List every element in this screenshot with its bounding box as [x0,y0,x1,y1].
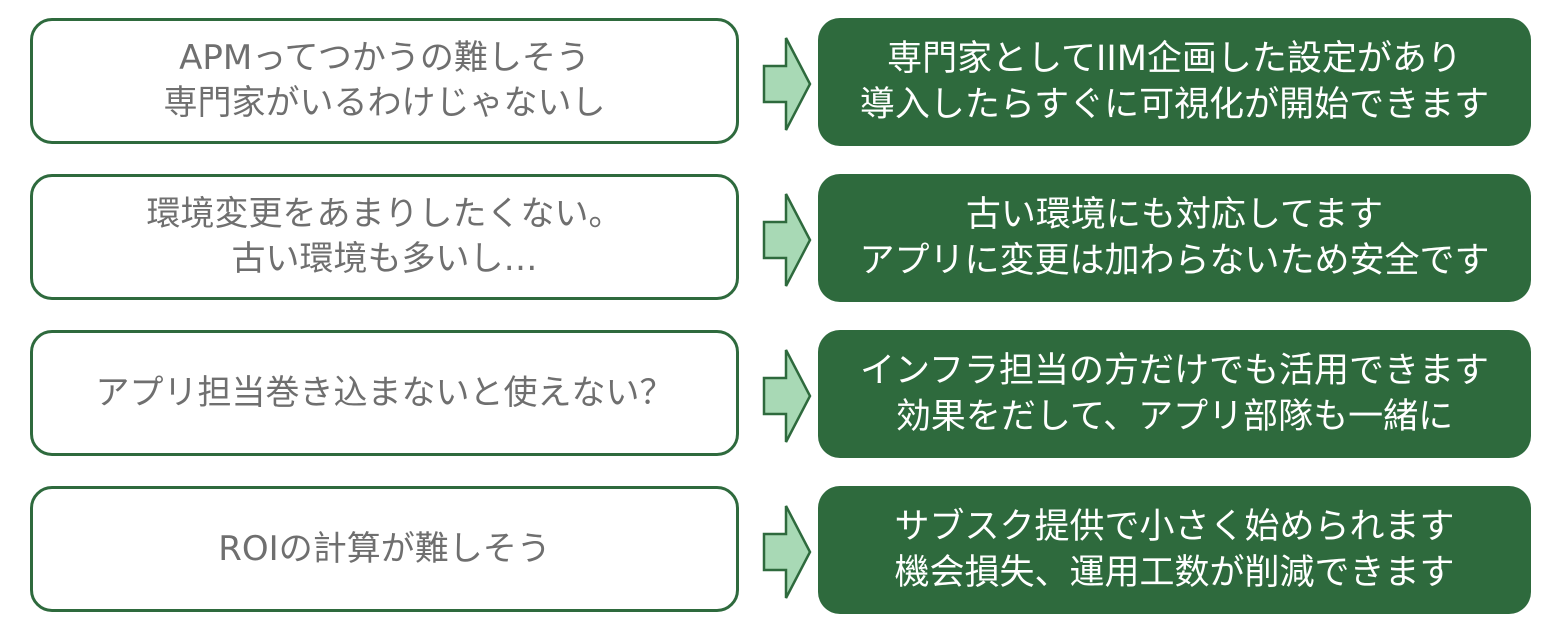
answer-3-line-2: 効果をだして、アプリ部隊も一緒に [895,397,1454,437]
answer-1-line-2: 導入したらすぐに可視化が開始できます [859,85,1490,125]
concern-box-1: APMってつかうの難しそう 専門家がいるわけじゃないし [30,18,739,144]
concern-2-line-1: 環境変更をあまりしたくない。 [146,194,623,235]
right-arrow-icon [762,193,812,287]
row-4: ROIの計算が難しそう サブスク提供で小さく始められます 機会損失、運用工数が削… [0,486,1556,618]
answer-2-line-1: 古い環境にも対応してます [965,194,1384,235]
concern-1-line-1: APMってつかうの難しそう [179,38,590,79]
right-arrow-icon [762,505,812,599]
row-2: 環境変更をあまりしたくない。 古い環境も多いし… 古い環境にも対応してます アプ… [0,174,1556,306]
concern-3-line-1: アプリ担当巻き込まないと使えない？ [95,372,674,413]
concern-box-4: ROIの計算が難しそう [30,486,739,612]
concern-4-line-1: ROIの計算が難しそう [218,528,551,569]
row-1: APMってつかうの難しそう 専門家がいるわけじゃないし 専門家としてIIM企画し… [0,18,1556,150]
answer-box-1: 専門家としてIIM企画した設定があり 導入したらすぐに可視化が開始できます [818,18,1531,146]
right-arrow-icon [762,37,812,131]
answer-3-line-1: インフラ担当の方だけでも活用できます [860,350,1489,391]
concern-2-line-2: 古い環境も多いし… [231,239,538,279]
right-arrow-icon [762,349,812,443]
concern-1-line-2: 専門家がいるわけじゃないし [163,83,606,123]
concern-box-3: アプリ担当巻き込まないと使えない？ [30,330,739,456]
concern-box-2: 環境変更をあまりしたくない。 古い環境も多いし… [30,174,739,300]
answer-4-line-1: サブスク提供で小さく始められます [894,506,1455,547]
answer-box-4: サブスク提供で小さく始められます 機会損失、運用工数が削減できます [818,486,1531,614]
answer-box-2: 古い環境にも対応してます アプリに変更は加わらないため安全です [818,174,1531,302]
answer-4-line-2: 機会損失、運用工数が削減できます [894,553,1455,593]
answer-2-line-2: アプリに変更は加わらないため安全です [859,241,1490,281]
answer-1-line-1: 専門家としてIIM企画した設定があり [887,38,1462,79]
row-3: アプリ担当巻き込まないと使えない？ インフラ担当の方だけでも活用できます 効果を… [0,330,1556,462]
answer-box-3: インフラ担当の方だけでも活用できます 効果をだして、アプリ部隊も一緒に [818,330,1531,458]
